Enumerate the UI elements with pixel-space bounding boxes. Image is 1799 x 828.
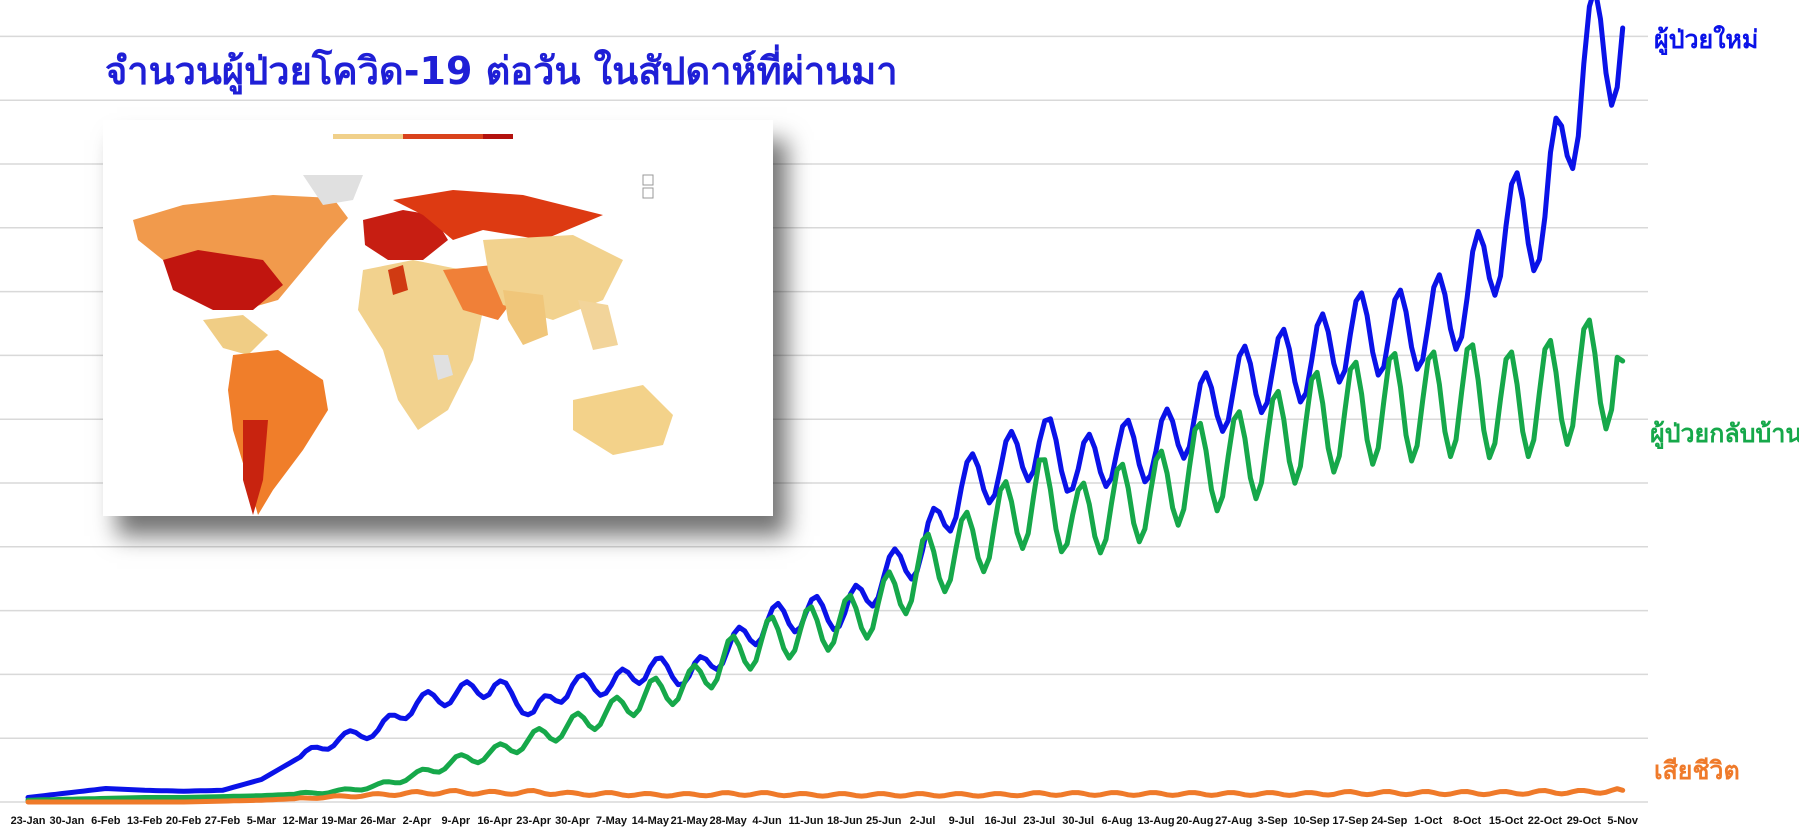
world-map-image [103, 120, 773, 516]
series-line-deaths [25, 786, 1626, 805]
x-tick-label: 27-Aug [1215, 815, 1252, 827]
x-tick-label: 20-Aug [1176, 815, 1213, 827]
x-tick-label: 9-Jul [949, 815, 975, 827]
x-tick-label: 14-May [632, 815, 670, 827]
x-tick-label: 29-Oct [1567, 815, 1602, 827]
x-tick-label: 22-Oct [1528, 815, 1563, 827]
x-tick-label: 1-Oct [1414, 815, 1442, 827]
x-tick-label: 2-Apr [403, 815, 432, 827]
x-tick-label: 30-Apr [555, 815, 591, 827]
x-tick-label: 16-Apr [477, 815, 513, 827]
x-tick-label: 7-May [596, 815, 628, 827]
x-tick-label: 6-Feb [91, 815, 121, 827]
x-tick-label: 13-Aug [1137, 815, 1174, 827]
x-tick-label: 6-Aug [1101, 815, 1132, 827]
x-tick-label: 19-Mar [321, 815, 357, 827]
x-tick-label: 12-Mar [283, 815, 319, 827]
x-tick-label: 15-Oct [1489, 815, 1524, 827]
x-tick-label: 30-Jul [1062, 815, 1094, 827]
legend-label-new-cases: ผู้ป่วยใหม่ [1654, 25, 1759, 54]
x-tick-label: 4-Jun [752, 815, 782, 827]
x-tick-label: 5-Mar [247, 815, 277, 827]
series-line-recovered [25, 317, 1626, 803]
chart-title: จำนวนผู้ป่วยโควิด-19 ต่อวัน ในสัปดาห์ที่… [105, 49, 898, 93]
series-lines [25, 0, 1626, 805]
x-tick-label: 23-Jan [11, 815, 46, 827]
x-tick-label: 18-Jun [827, 815, 863, 827]
x-tick-label: 21-May [671, 815, 709, 827]
x-tick-label: 5-Nov [1607, 815, 1638, 827]
x-tick-label: 11-Jun [788, 815, 823, 827]
x-tick-label: 30-Jan [49, 815, 84, 827]
x-tick-label: 13-Feb [127, 815, 163, 827]
x-tick-label: 9-Apr [441, 815, 470, 827]
x-tick-label: 2-Jul [910, 815, 936, 827]
x-tick-label: 16-Jul [984, 815, 1016, 827]
x-tick-label: 27-Feb [205, 815, 241, 827]
legend-label-recovered: ผู้ป่วยกลับบ้าน [1650, 419, 1799, 448]
x-tick-label: 3-Sep [1258, 815, 1288, 827]
x-tick-label: 20-Feb [166, 815, 202, 827]
x-tick-label: 25-Jun [866, 815, 902, 827]
series-line-new-cases [25, 0, 1626, 800]
x-tick-label: 17-Sep [1332, 815, 1368, 827]
x-tick-label: 8-Oct [1453, 815, 1481, 827]
world-map-inset [103, 120, 773, 516]
legend-label-deaths: เสียชีวิต [1654, 756, 1740, 785]
x-tick-label: 10-Sep [1294, 815, 1330, 827]
x-tick-label: 23-Apr [516, 815, 552, 827]
x-tick-label: 23-Jul [1023, 815, 1055, 827]
x-tick-label: 28-May [709, 815, 747, 827]
x-tick-label: 24-Sep [1371, 815, 1407, 827]
x-tick-label: 26-Mar [360, 815, 396, 827]
